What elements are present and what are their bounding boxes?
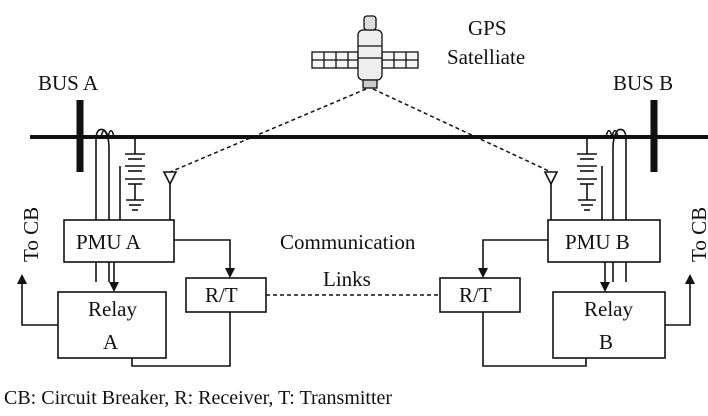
relay-a-box [57,291,167,359]
gps-signal-link-b [372,88,552,173]
pmu-a-box [63,219,175,263]
caption: CB: Circuit Breaker, R: Receiver, T: Tra… [4,387,392,409]
relay-a-to-cb-arrow [17,274,58,326]
pmu-b-to-rt-arrow [478,239,548,278]
communication-label-line1: Communication [280,230,416,254]
gps-satellite-icon [311,15,419,89]
voltage-transformer-b [577,137,603,220]
to-cb-left-label: To CB [19,207,43,262]
rt-right-to-relay-b-wire [482,312,587,367]
rt-left-label: R/T [205,283,238,307]
satellite-label-line1: GPS [468,16,507,40]
voltage-transformer-a [119,137,145,220]
pmu-b-box [547,219,661,263]
communication-label-line2: Links [323,267,371,291]
rt-right-box [439,277,521,313]
pmu-b-label: PMU B [565,230,630,254]
gps-signal-link-a [169,88,367,173]
relay-b-to-cb-arrow [665,274,695,326]
pmu-a-to-rt-arrow [174,239,235,278]
pmu-a-label: PMU A [76,230,142,254]
relay-b-box [552,291,666,359]
relay-b-label-line1: Relay [584,297,633,321]
rt-left-to-relay-a-wire [131,312,231,367]
gps-antenna-b-icon [543,171,559,220]
satellite-label-line2: Satelliate [447,45,525,69]
rt-left-box [185,277,267,313]
bus-a-label: BUS A [38,71,99,95]
rt-right-label: R/T [459,283,492,307]
relay-a-label-line2: A [103,330,119,354]
relay-b-label-line2: B [599,330,613,354]
relay-a-label-line1: Relay [88,297,137,321]
bus-b-label: BUS B [613,71,673,95]
gps-antenna-a-icon [162,171,178,220]
to-cb-right-label: To CB [687,207,708,262]
